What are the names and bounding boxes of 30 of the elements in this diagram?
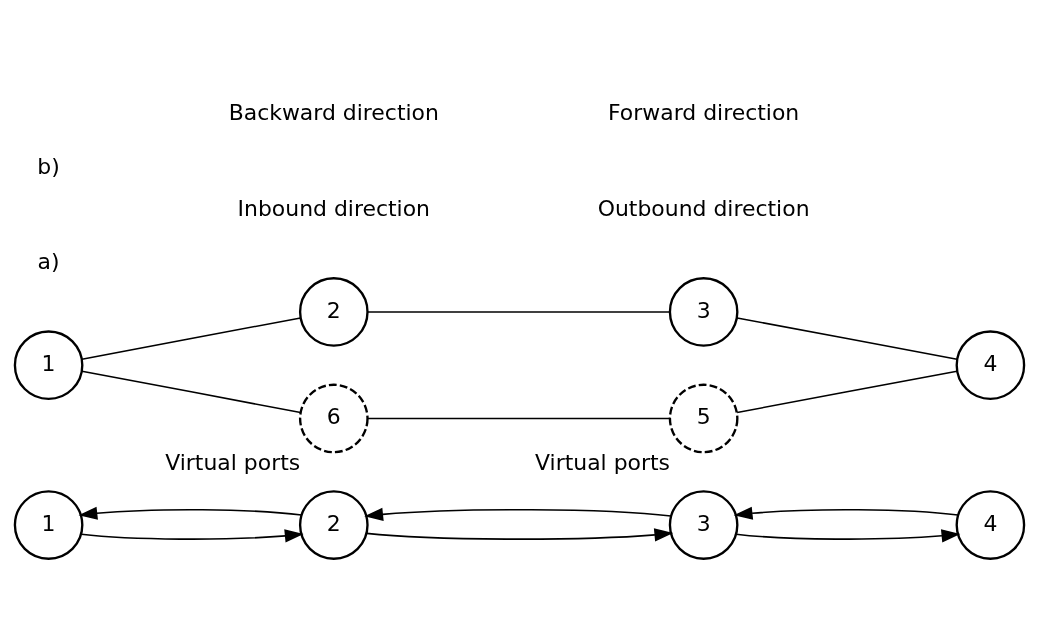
node-circle: 4	[955, 489, 1026, 560]
node-circle: 3	[668, 489, 739, 560]
arrow	[364, 507, 672, 521]
connector	[367, 417, 671, 419]
label: Forward direction	[608, 99, 800, 125]
arrow	[78, 506, 303, 520]
node-label: Virtual ports	[535, 449, 671, 475]
connector	[736, 369, 958, 413]
label: Inbound direction	[237, 195, 431, 221]
node-circle: 4	[955, 329, 1026, 400]
label: Backward direction	[228, 99, 439, 125]
node-circle: 2	[298, 276, 369, 347]
connector	[81, 369, 302, 413]
node-label: Virtual ports	[165, 449, 301, 475]
arrow	[365, 527, 674, 541]
node-circle: 6	[298, 383, 369, 453]
arrow	[80, 528, 304, 542]
connector	[81, 316, 302, 360]
node-circle: 2	[298, 489, 369, 560]
arrow	[735, 528, 961, 542]
label: a)	[37, 248, 60, 274]
label: Outbound direction	[597, 195, 810, 221]
arrow	[733, 506, 959, 520]
node-circle: 3	[668, 276, 739, 347]
connector	[736, 316, 958, 360]
node-circle: 5	[668, 383, 739, 453]
node-circle: 1	[13, 489, 84, 560]
connector	[367, 310, 671, 313]
label: b)	[37, 153, 60, 179]
node-circle: 1	[13, 329, 84, 400]
